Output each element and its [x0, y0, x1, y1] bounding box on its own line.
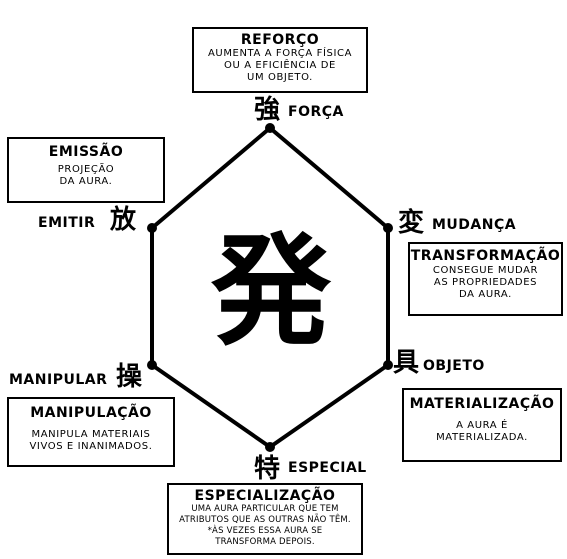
- box-especializacao-line: TRANSFORMA DEPOIS.: [215, 537, 315, 547]
- vertex-kanji-bottom: 特: [254, 454, 281, 484]
- box-reforco-line: AUMENTA A FORÇA FÍSICA: [207, 48, 353, 59]
- box-reforco: REFORÇO AUMENTA A FORÇA FÍSICA OU A EFIC…: [192, 27, 368, 93]
- box-especializacao-line: UMA AURA PARTICULAR QUE TEM: [191, 504, 339, 514]
- box-especializacao-line: *ÀS VEZES ESSA AURA SE: [207, 526, 323, 536]
- box-especializacao: ESPECIALIZAÇÃO UMA AURA PARTICULAR QUE T…: [167, 483, 363, 555]
- vertex-label-upper-right: MUDANÇA: [432, 217, 517, 233]
- box-especializacao-line: ATRIBUTOS QUE AS OUTRAS NÃO TÊM.: [179, 515, 351, 525]
- box-reforco-line: UM OBJETO.: [247, 72, 313, 83]
- vertex-dot-upper-left: [147, 223, 157, 233]
- vertex-label-lower-right: OBJETO: [423, 358, 485, 374]
- vertex-dot-upper-right: [383, 223, 393, 233]
- box-emissao-line: PROJEÇÃO: [57, 164, 115, 175]
- vertex-kanji-upper-left: 放: [110, 205, 137, 235]
- vertex-kanji-top: 強: [254, 95, 281, 125]
- box-transformacao-line: AS PROPRIEDADES: [433, 277, 538, 288]
- box-materializacao: MATERIALIZAÇÃO A AURA É MATERIALIZADA.: [402, 388, 562, 462]
- box-manipulacao-title: MANIPULAÇÃO: [30, 405, 152, 421]
- vertex-kanji-lower-right: 具: [393, 348, 420, 378]
- box-transformacao: TRANSFORMAÇÃO CONSEGUE MUDAR AS PROPRIED…: [408, 242, 563, 316]
- box-emissao-line: DA AURA.: [59, 176, 113, 187]
- box-materializacao-line: MATERIALIZADA.: [436, 432, 528, 443]
- vertex-label-bottom: ESPECIAL: [288, 460, 367, 476]
- vertex-dot-lower-right: [383, 360, 393, 370]
- box-transformacao-line: CONSEGUE MUDAR: [432, 265, 539, 276]
- box-especializacao-title: ESPECIALIZAÇÃO: [194, 488, 336, 504]
- box-reforco-line: OU A EFICIÊNCIA DE: [224, 60, 336, 71]
- box-materializacao-line: A AURA É: [456, 420, 508, 431]
- box-manipulacao-line: MANIPULA MATERIAIS: [31, 429, 151, 440]
- vertex-label-top: FORÇA: [288, 104, 344, 120]
- vertex-kanji-upper-right: 変: [398, 208, 425, 238]
- box-manipulacao: MANIPULAÇÃO MANIPULA MATERIAIS VIVOS E I…: [7, 397, 175, 467]
- center-kanji: 発: [211, 223, 331, 362]
- box-materializacao-title: MATERIALIZAÇÃO: [409, 396, 555, 412]
- vertex-label-upper-left: EMITIR: [38, 215, 96, 231]
- vertex-kanji-lower-left: 操: [116, 362, 143, 392]
- vertex-dot-bottom: [265, 442, 275, 452]
- box-transformacao-line: DA AURA.: [459, 289, 512, 300]
- vertex-dot-top: [265, 123, 275, 133]
- box-reforco-title: REFORÇO: [240, 32, 320, 48]
- vertex-label-lower-left: MANIPULAR: [9, 372, 108, 388]
- box-manipulacao-line: VIVOS E INANIMADOS.: [29, 441, 153, 452]
- box-transformacao-title: TRANSFORMAÇÃO: [410, 248, 561, 264]
- box-emissao: EMISSÃO PROJEÇÃO DA AURA.: [7, 137, 165, 203]
- box-emissao-title: EMISSÃO: [48, 144, 124, 160]
- vertex-dot-lower-left: [147, 360, 157, 370]
